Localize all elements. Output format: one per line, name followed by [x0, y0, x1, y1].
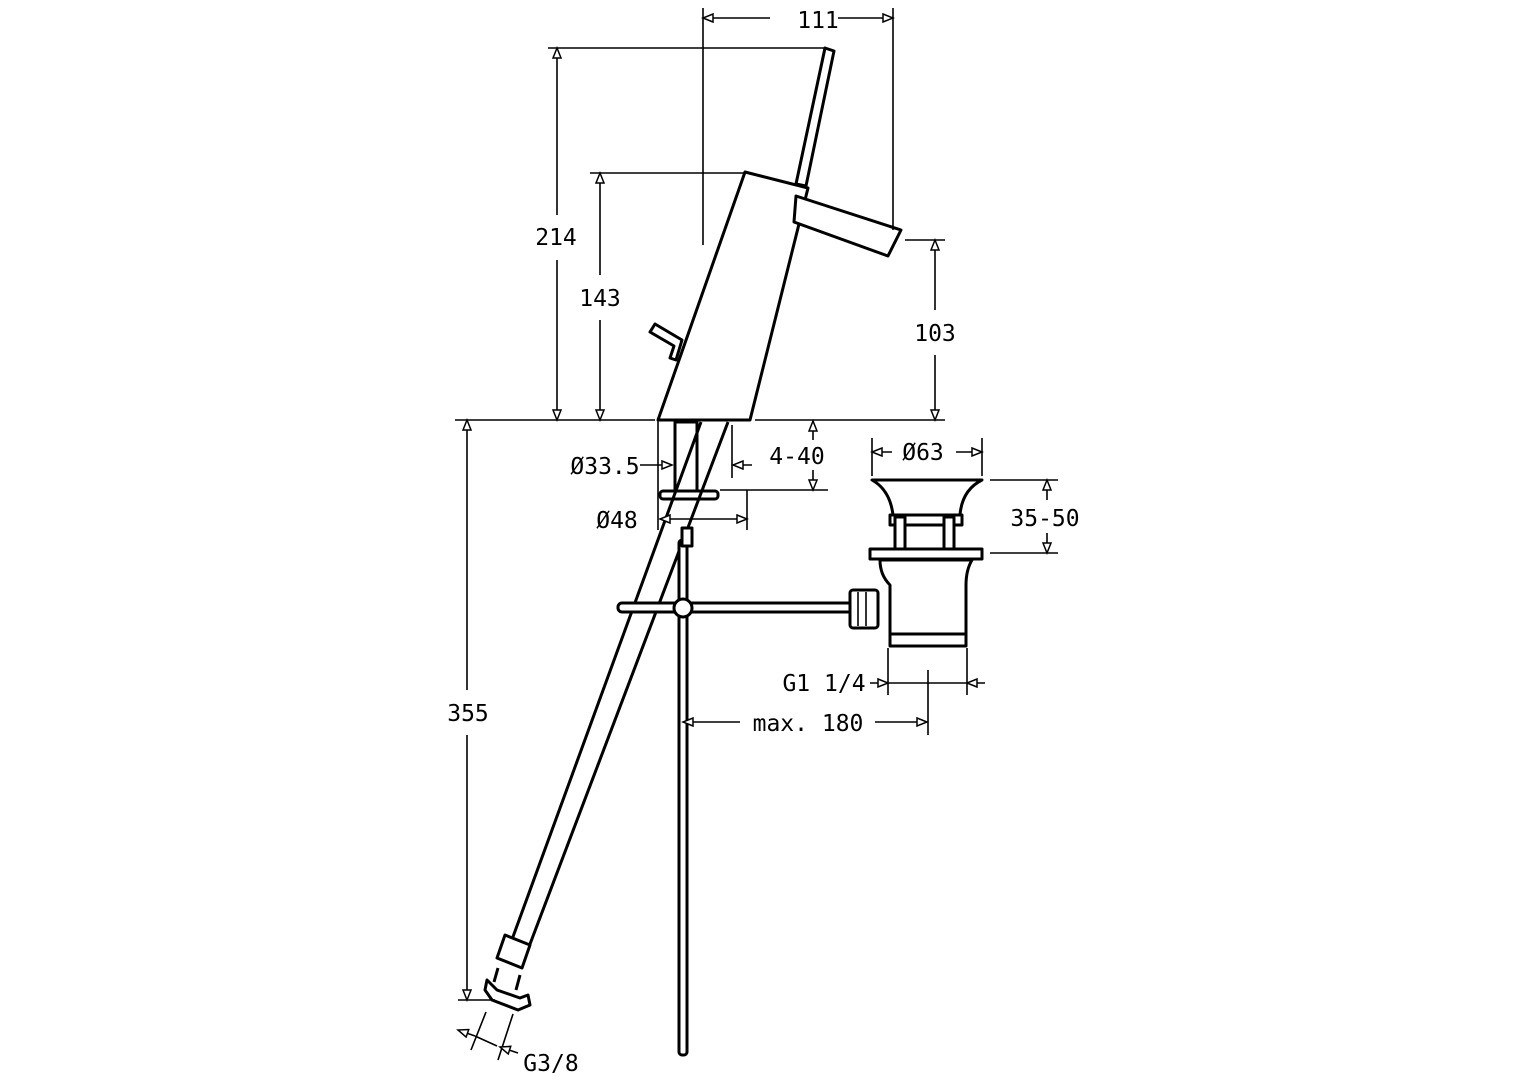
hose-nut	[483, 978, 532, 1012]
dim-shank-diameter: Ø33.5	[570, 454, 639, 480]
dim-214: 214	[535, 225, 577, 251]
rod-clamp	[680, 526, 694, 548]
dim-base-diameter: Ø48	[596, 508, 638, 534]
dimension-labels: 111 214 143 103 355 Ø33.5 4-40 Ø48 Ø63 3…	[447, 8, 1079, 1077]
hose-line	[508, 421, 703, 946]
spout	[792, 194, 903, 258]
base-plate	[658, 489, 720, 501]
dimension-lines	[455, 8, 1058, 1061]
dim-rod-distance: max. 180	[753, 711, 864, 737]
dim-355: 355	[447, 701, 489, 727]
hose-line	[525, 421, 730, 953]
dim-deck-thickness: 4-40	[769, 444, 824, 470]
pop-up-waste	[616, 478, 984, 648]
waste-nut-flange	[868, 547, 984, 561]
dim-waste-height: 35-50	[1010, 506, 1079, 532]
dim-waste-thread: G1 1/4	[782, 671, 865, 697]
waste-flange	[870, 478, 984, 517]
waste-connector-nut	[848, 588, 880, 630]
waste-rod	[616, 601, 855, 614]
dim-111: 111	[797, 8, 839, 34]
dim-waste-diameter: Ø63	[902, 440, 944, 466]
rod-knob	[672, 597, 694, 619]
pop-up-lever	[648, 322, 684, 362]
lever-rod	[794, 46, 836, 188]
hose-fitting	[495, 933, 532, 970]
mounting	[483, 420, 730, 1057]
faucet	[648, 46, 903, 422]
faucet-body	[656, 170, 810, 422]
dim-103: 103	[914, 321, 956, 347]
dim-143: 143	[579, 286, 621, 312]
waste-body	[878, 558, 974, 636]
dim-hose-thread: G3/8	[523, 1051, 578, 1077]
